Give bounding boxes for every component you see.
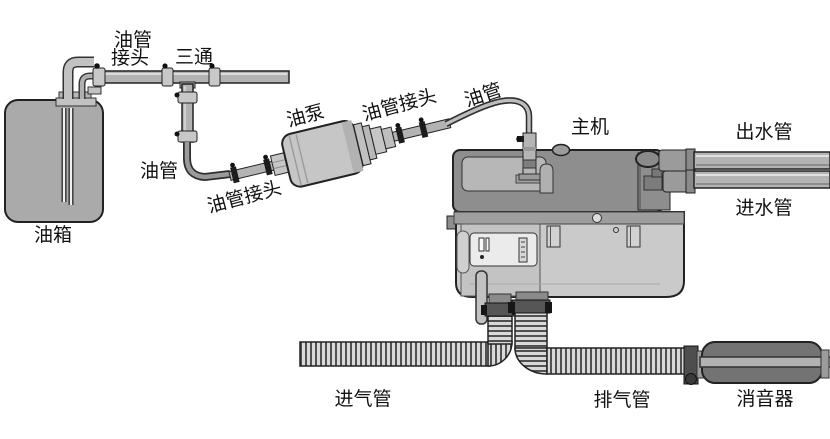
unit-top-cap	[635, 150, 661, 168]
muffler-group	[683, 341, 830, 385]
oil-pump-group	[228, 117, 452, 188]
plate-glyph	[480, 255, 484, 259]
exhaust-connector	[511, 299, 551, 314]
exhaust-pipe-horizontal	[546, 347, 686, 375]
exhaust-group	[508, 299, 686, 375]
label-oil-pipe-connector-left: 油管接头	[205, 177, 284, 218]
clamp-bolt	[263, 154, 268, 160]
pipe-clamp	[92, 67, 106, 87]
fitting-base	[518, 173, 541, 181]
tank-elbow-tube	[79, 73, 97, 99]
label-fuel-tank: 油箱	[34, 224, 72, 246]
intake-clamp	[481, 305, 487, 315]
plate-bar	[478, 237, 485, 252]
clamp-bolt	[418, 117, 424, 123]
unit-top-stub	[551, 143, 571, 157]
clamp-bolt	[94, 63, 100, 69]
plate-strip	[518, 237, 528, 263]
muffler-right-tab	[820, 349, 830, 379]
label-muffler: 消音器	[736, 388, 793, 410]
pump-body-seams	[288, 134, 309, 186]
pipe-collar	[177, 130, 198, 143]
top-fuel-line-group	[92, 63, 290, 182]
pump-clamp	[230, 166, 240, 184]
clamp-bolt	[395, 123, 401, 128]
pump-clamp	[395, 126, 405, 144]
tank-flange-nub	[87, 86, 102, 95]
main-fuel-pipe	[96, 70, 290, 84]
exhaust-elbow	[514, 347, 548, 375]
unit-left-strip	[456, 230, 470, 274]
label-main-unit: 主机	[571, 116, 609, 138]
exhaust-pipe-vertical	[514, 311, 548, 351]
water-inlet-pipe	[693, 170, 830, 189]
main-unit-group	[446, 132, 685, 304]
label-oil-pipe-connector-right: 油管接头	[360, 85, 439, 126]
intake-stub	[488, 293, 512, 304]
clamp-bolt	[516, 136, 522, 142]
unit-dot	[613, 227, 619, 233]
unit-bracket	[643, 175, 663, 191]
muffler-rod	[699, 356, 830, 368]
plate-strip-text	[521, 241, 525, 258]
clamp-bolt	[230, 162, 235, 168]
unit-screw	[592, 213, 602, 223]
pump-clamp	[263, 158, 273, 176]
exhaust-clamp	[508, 302, 515, 313]
intake-pipe-horizontal	[299, 341, 491, 367]
label-oil-pipe-left: 油管	[140, 160, 178, 182]
clamp-bolt	[174, 92, 180, 98]
water-outlet-pipe	[693, 151, 830, 170]
tank-flange	[55, 97, 97, 107]
fitting-band	[523, 147, 536, 151]
label-air-intake: 进气管	[334, 388, 391, 410]
pipe-clamp	[161, 67, 174, 87]
label-water-inlet: 进水管	[735, 197, 792, 219]
clamp-bolt	[209, 63, 215, 69]
pump-body-shade	[341, 120, 364, 174]
pipe-clamp	[208, 67, 221, 87]
air-intake-group	[299, 302, 518, 367]
fuel-hose-to-unit	[445, 98, 531, 136]
clamp-bolt	[174, 131, 180, 137]
unit-u-slot	[539, 163, 554, 194]
unit-bracket-small	[651, 168, 663, 178]
plate-bar	[485, 237, 490, 252]
muffler-flange-bolt	[685, 373, 697, 385]
unit-slot	[626, 225, 641, 248]
clamp-bolt	[162, 63, 168, 69]
fitting-band-dark	[522, 159, 537, 169]
exhaust-clamp	[545, 302, 552, 313]
label-oil-pipe-right: 油管	[462, 79, 505, 112]
intake-pipe-vertical	[487, 313, 513, 345]
water-pipes-group	[658, 148, 830, 194]
pipe-collar	[177, 91, 198, 104]
label-fuel-pipe-connector-top-line1: 油管	[114, 29, 152, 51]
pump-clamp	[418, 121, 429, 139]
unit-slot	[546, 225, 561, 248]
label-water-outlet: 出水管	[735, 121, 792, 143]
fuel-inlet-fitting	[522, 132, 537, 177]
intake-elbow	[487, 341, 513, 367]
unit-lower-top-band	[453, 211, 685, 225]
label-tee: 三通	[175, 46, 213, 68]
fuel-tank-group	[4, 56, 104, 223]
tank-elbow-pipe	[64, 58, 94, 99]
fuel-tank-body	[4, 99, 104, 223]
hose-to-pump	[184, 142, 231, 180]
label-exhaust: 排气管	[593, 389, 650, 411]
label-fuel-pipe-connector-top-line2: 接头	[111, 47, 149, 69]
